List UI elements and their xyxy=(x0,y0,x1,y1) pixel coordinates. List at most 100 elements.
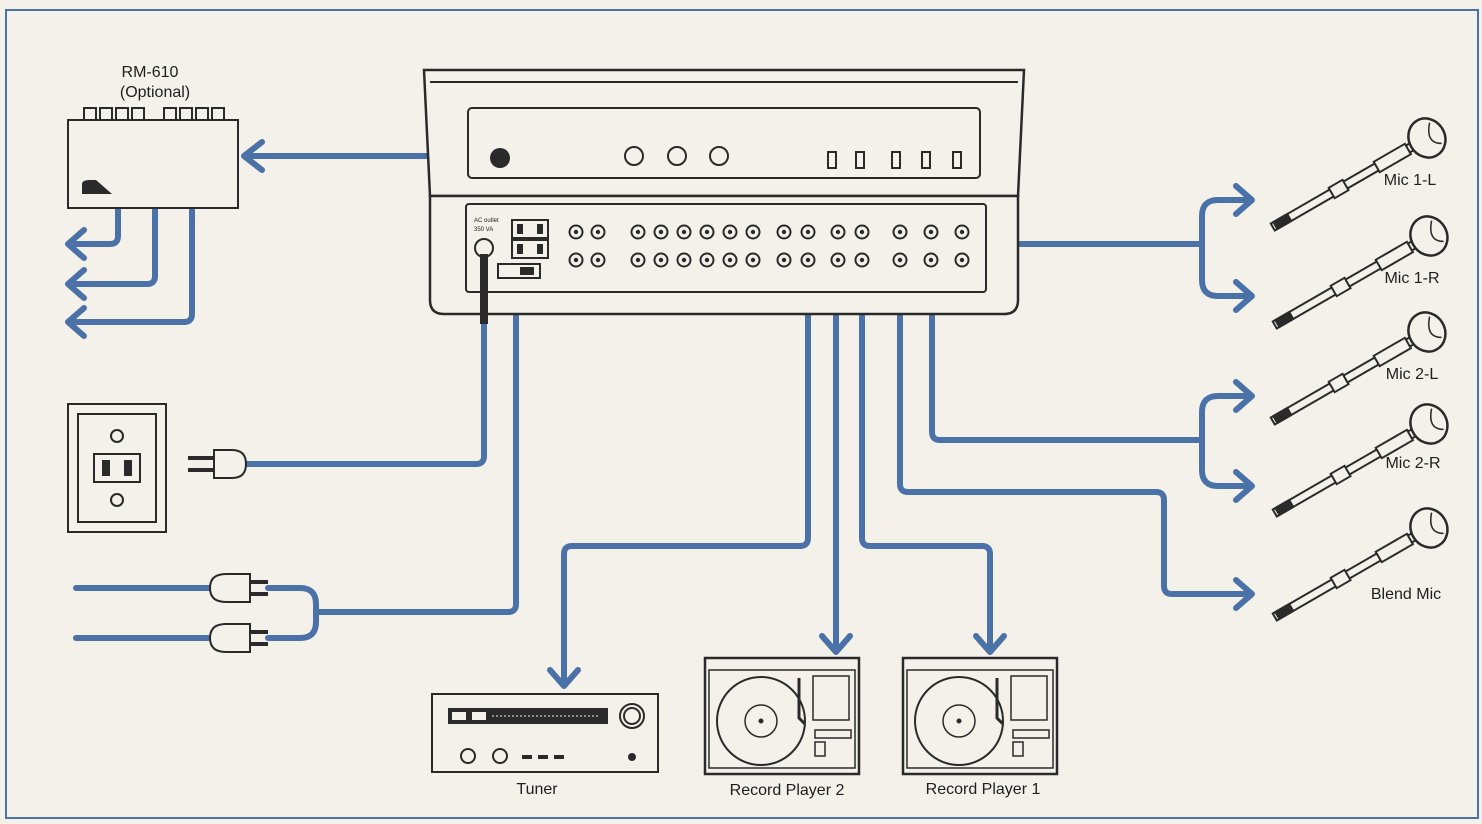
microphone-icon xyxy=(1269,117,1447,232)
arrowhead-record-player-2 xyxy=(819,633,853,655)
rca-jack-icon xyxy=(590,224,606,240)
rca-jack-icon xyxy=(722,224,738,240)
arrowhead-rm-2 xyxy=(65,267,87,301)
cable-power xyxy=(243,319,487,467)
arrowhead-mic-1-r xyxy=(1233,279,1255,313)
arrowhead-blend-mic xyxy=(1233,577,1255,611)
rca-jack-icon xyxy=(776,252,792,268)
remote-unit-icon xyxy=(67,119,239,209)
microphone-icon xyxy=(1271,507,1449,622)
mic-1-l-label: Mic 1-L xyxy=(1384,172,1437,189)
ac-socket-icon xyxy=(511,219,549,239)
switch-icon xyxy=(497,263,541,279)
remote-jack-icon xyxy=(490,148,510,168)
turntable-icon xyxy=(901,656,1059,776)
rca-jack-icon xyxy=(722,252,738,268)
rca-jack-icon xyxy=(745,252,761,268)
rca-jack-icon xyxy=(954,252,970,268)
arrowhead-rm-1 xyxy=(65,227,87,261)
rca-jack-icon xyxy=(854,224,870,240)
arrowhead-tuner xyxy=(547,667,581,689)
mic-2-l-label: Mic 2-L xyxy=(1386,366,1439,383)
record-player-1 xyxy=(901,656,1059,776)
rca-jack-icon xyxy=(590,252,606,268)
microphones xyxy=(1269,117,1449,622)
microphone-icon xyxy=(1271,403,1449,518)
cable-rm-out-2 xyxy=(67,207,158,287)
microphone-icon xyxy=(1269,311,1447,426)
arrowhead-mic-2-r xyxy=(1233,469,1255,503)
brand-logo-icon xyxy=(82,180,112,194)
rca-jack-icon xyxy=(699,252,715,268)
mic-1-r-label: Mic 1-R xyxy=(1384,270,1439,287)
blend-mic-label: Blend Mic xyxy=(1371,586,1441,603)
tuner-unit: Tuner xyxy=(431,693,659,798)
cables xyxy=(65,139,1255,689)
rca-jack-icon xyxy=(892,224,908,240)
knob-icon xyxy=(667,146,687,166)
rca-jack-icon xyxy=(676,224,692,240)
rca-jack-icon xyxy=(830,224,846,240)
plug-icon xyxy=(208,573,268,603)
rca-jack-icon xyxy=(630,252,646,268)
microphone-icon xyxy=(1271,215,1449,330)
rca-jack-icon xyxy=(800,252,816,268)
record-player-1-label: Record Player 1 xyxy=(926,781,1041,798)
cable-rm-out-3 xyxy=(67,207,195,325)
rca-jack-icon xyxy=(923,252,939,268)
mixer-unit: AC outlet 350 VA xyxy=(422,68,1026,324)
rm-610-unit: RM-610 (Optional) xyxy=(67,64,239,209)
cable-ac-split xyxy=(265,585,319,641)
rca-jack-icon xyxy=(830,252,846,268)
arrowhead-mic-1-l xyxy=(1233,183,1255,217)
cable-rm-out-1 xyxy=(67,207,121,247)
rca-jack-icon xyxy=(630,224,646,240)
rca-jack-icon xyxy=(653,224,669,240)
tuner-label: Tuner xyxy=(516,781,558,798)
rca-jack-icon xyxy=(954,224,970,240)
knob-icon xyxy=(624,146,644,166)
mixer-rear-panel xyxy=(465,203,987,293)
rca-jack-icon xyxy=(568,252,584,268)
knob-icon xyxy=(709,146,729,166)
fader-group xyxy=(827,151,962,169)
rm-610-note: (Optional) xyxy=(120,84,190,101)
cable-mic-2-split xyxy=(1199,393,1249,489)
cable-record-player-1 xyxy=(859,265,993,649)
cable-mic-1-split xyxy=(1199,197,1249,299)
rca-jack-icon xyxy=(854,252,870,268)
ac-outlet-label: AC outlet xyxy=(474,218,499,224)
rca-jacks xyxy=(568,224,970,268)
cable-tuner xyxy=(561,265,811,683)
arrowhead-record-player-1 xyxy=(973,633,1007,655)
rca-jack-icon xyxy=(653,252,669,268)
rca-jack-icon xyxy=(776,224,792,240)
rca-jack-icon xyxy=(800,224,816,240)
rca-jack-icon xyxy=(699,224,715,240)
plug-icon xyxy=(188,449,248,479)
ac-socket-icon xyxy=(511,239,549,259)
plug-icon xyxy=(208,623,268,653)
record-player-2-label: Record Player 2 xyxy=(730,782,845,799)
cable-mic-2 xyxy=(929,265,1203,443)
cable-blend-mic xyxy=(897,265,1251,597)
turntable-icon xyxy=(703,656,861,776)
mic-2-r-label: Mic 2-R xyxy=(1385,455,1440,472)
cable-ac-outlet xyxy=(315,281,519,615)
rm-610-model: RM-610 xyxy=(122,64,179,81)
remote-terminals xyxy=(83,107,225,121)
arrowhead-remote xyxy=(241,139,265,173)
wall-outlet-icon xyxy=(67,403,167,533)
rca-jack-icon xyxy=(568,224,584,240)
mixer-faceplate xyxy=(467,107,981,179)
wall-outlet xyxy=(67,403,167,533)
arrowhead-mic-2-l xyxy=(1233,379,1255,413)
ac-outlet-rating: 350 VA xyxy=(474,227,493,233)
arrowhead-rm-3 xyxy=(65,305,87,339)
rca-jack-icon xyxy=(892,252,908,268)
rca-jack-icon xyxy=(923,224,939,240)
rca-jack-icon xyxy=(745,224,761,240)
rca-jack-icon xyxy=(676,252,692,268)
